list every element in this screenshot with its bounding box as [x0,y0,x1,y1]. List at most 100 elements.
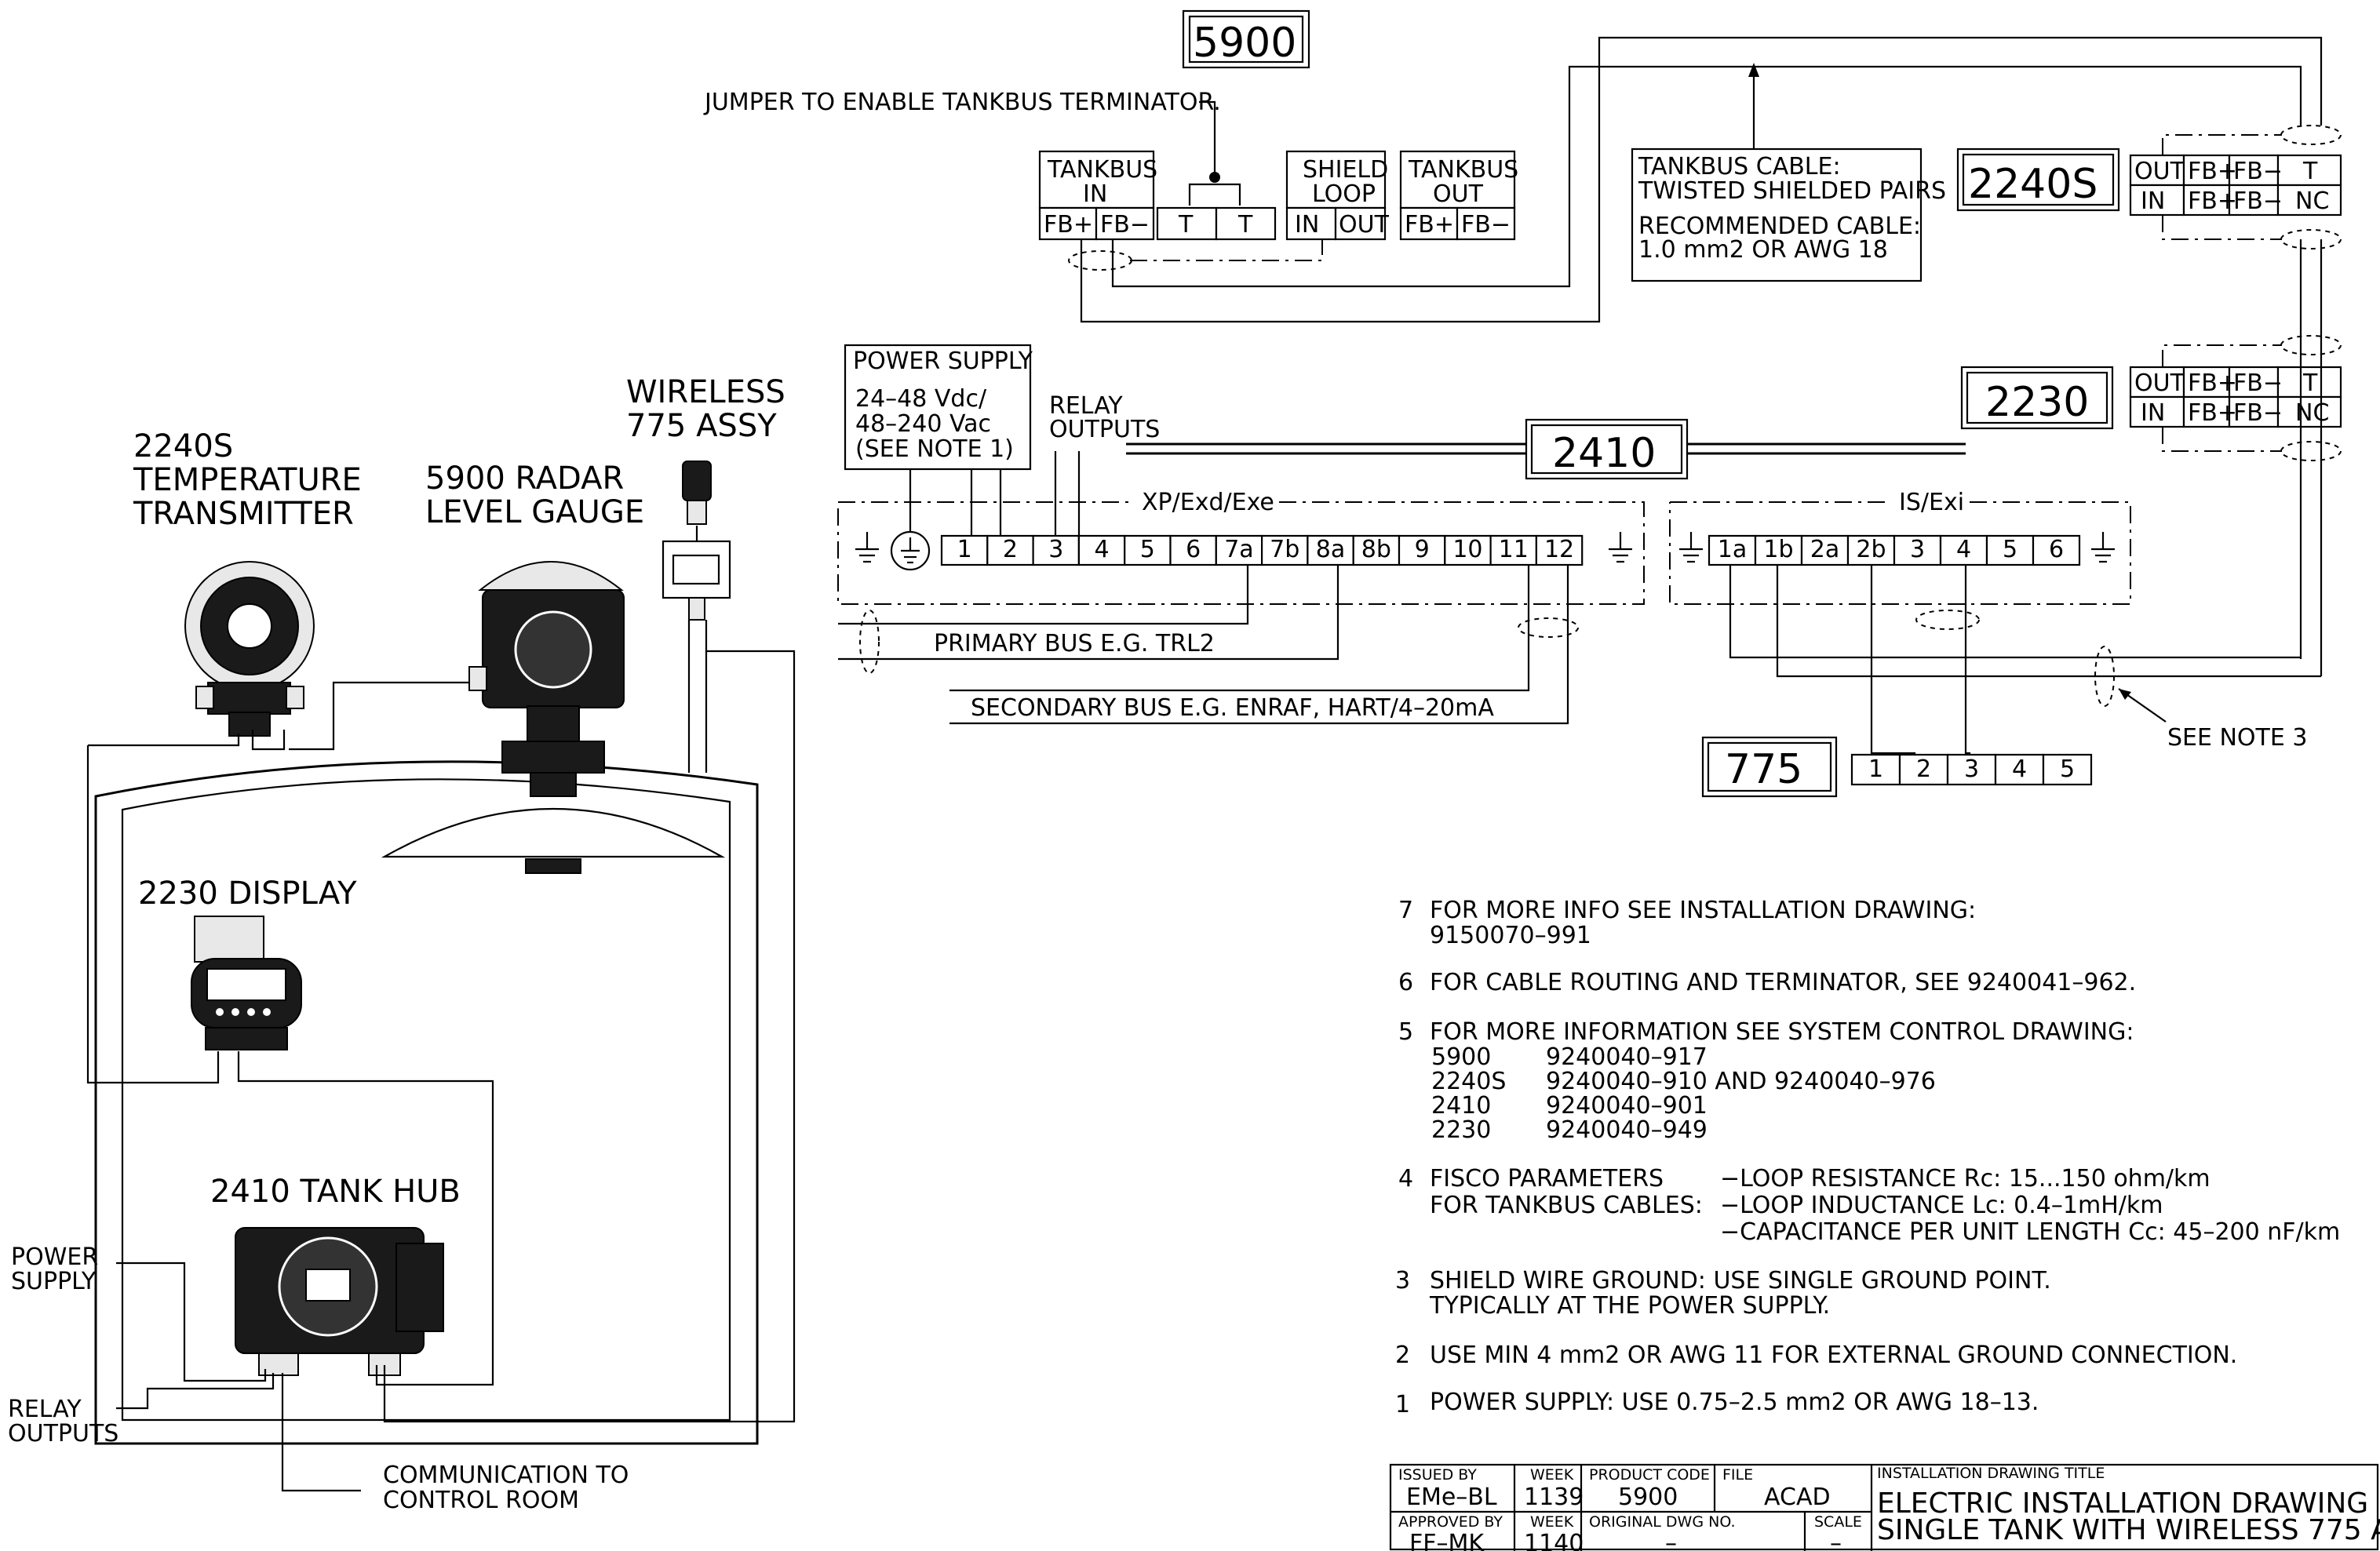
hub-2410-terminals: 2410 POWER SUPPLY 24–48 Vdc/ 48–240 Vac … [837,344,2321,798]
is-terminal-label: 4 [1956,536,1971,563]
note-4-num: 4 [1398,1165,1413,1192]
tankbus-out-label-2: OUT [1433,180,1484,208]
tank-outline [94,760,759,1445]
note-4-right-2: −LOOP INDUCTANCE Lc: 0.4–1mH/km [1720,1192,2163,1219]
secondary-bus-label: SECONDARY BUS E.G. ENRAF, HART/4–20mA [971,694,1494,722]
xp-terminal-cell [1352,534,1401,566]
ps-line-2: 24–48 Vdc/ [855,385,987,413]
note-5-t1-b: 9240040–917 [1546,1043,1708,1071]
wireless-775-assy [662,461,731,621]
is-terminal-label: 3 [1910,536,1925,563]
xp-terminal-cell [940,534,989,566]
power-label-1: POWER [11,1243,98,1271]
relay-label-1: RELAY [8,1396,82,1423]
tank-inner-wall [121,778,731,1422]
dev-2240s-r1c3: FB− [2233,158,2283,185]
tb-scale-label: SCALE [1814,1513,1862,1531]
dev-775-terminal-label: 4 [2012,755,2027,783]
dev-2240s-r1c2: FB+ [2188,158,2237,185]
comm-label-2: CONTROL ROOM [383,1487,579,1514]
tb-approved-value: FF–MK [1409,1530,1485,1551]
xp-terminal-cell [1215,534,1263,566]
dev-2230-r2c2: FB+ [2188,399,2237,427]
xp-terminal-cell [1124,534,1172,566]
is-terminal-label: 1a [1718,536,1747,563]
note-5-t2-b: 9240040–910 AND 9240040–976 [1546,1068,1936,1095]
tb-file-label: FILE [1722,1466,1753,1484]
cable-note-1: TANKBUS CABLE: [1638,153,1841,180]
dev-775-title: 775 [1725,746,1802,793]
note-2-line-1: USE MIN 4 mm2 OR AWG 11 FOR EXTERNAL GRO… [1430,1342,2237,1369]
power-label-2: SUPPLY [11,1268,97,1295]
tankbus-in-label-2: IN [1083,180,1107,208]
note-7-line-2: 9150070–991 [1430,922,1591,949]
xp-terminal-cell [1489,534,1537,566]
tb-orig-dwg-label: ORIGINAL DWG NO. [1589,1513,1736,1531]
note-5-t1-a: 5900 [1431,1043,1491,1071]
note-5-t4-b: 9240040–949 [1546,1116,1708,1144]
dev-775-terminal-cell [1994,753,2045,786]
tb-week-label-2: WEEK [1530,1513,1574,1531]
note-4-right-1: −LOOP RESISTANCE Rc: 15...150 ohm/km [1720,1165,2211,1192]
cable-note-2: TWISTED SHIELDED PAIRS [1638,177,1946,205]
ground-icon [1609,532,1632,563]
tb-week-value-2: 1140 [1524,1530,1584,1551]
note-7-line-1: FOR MORE INFO SEE INSTALLATION DRAWING: [1430,897,1976,924]
tb-title-2: SINGLE TANK WITH WIRELESS 775 ASSY [1877,1514,2380,1546]
is-terminal-label: 6 [2049,536,2064,563]
relay-label-2: OUTPUTS [8,1420,118,1447]
tb-orig-dwg-value: – [1665,1530,1677,1551]
tb-approved-label: APPROVED BY [1398,1513,1503,1531]
tank-hub-2410 [235,1227,444,1376]
primary-bus-label: PRIMARY BUS E.G. TRL2 [934,630,1215,657]
hub-label: 2410 TANK HUB [210,1174,461,1210]
xp-terminal-cell [1077,534,1126,566]
tb-week-label-1: WEEK [1530,1466,1574,1484]
dev-2230-r1c3: FB− [2233,370,2283,397]
tb-product-label: PRODUCT CODE [1589,1466,1710,1484]
xp-terminal-label: 8b [1361,536,1391,563]
pin-t-2: T [1237,211,1253,238]
ground-icon [2091,532,2115,563]
pin-out-fbm: FB− [1461,211,1511,238]
is-terminal-cell [1708,534,1757,566]
note-5-t2-a: 2240S [1431,1068,1506,1095]
tb-scale-value: – [1830,1530,1842,1551]
is-terminal-cell [2032,534,2081,566]
display-2230 [191,916,302,1050]
note-3-num: 3 [1395,1267,1410,1294]
tb-issued-label: ISSUED BY [1398,1466,1477,1484]
ps-line-4: (SEE NOTE 1) [855,435,1014,463]
dev-2230-r1c2: FB+ [2188,370,2237,397]
radar-level-gauge-5900 [381,561,726,874]
is-terminal-cell [1893,534,1942,566]
note-7-num: 7 [1398,897,1413,924]
cable-note-4: 1.0 mm2 OR AWG 18 [1638,236,1888,264]
dev-2240s-r1c4: T [2302,158,2318,185]
wireless-label-2: 775 ASSY [626,408,777,444]
xp-terminal-label: 7a [1224,536,1253,563]
dev-2240s-r2c3: FB− [2233,188,2283,215]
tb-product-value: 5900 [1618,1484,1678,1511]
tb-week-value-1: 1139 [1524,1484,1584,1511]
xp-terminal-label: 4 [1095,536,1110,563]
hub-2410-title: 2410 [1552,430,1656,477]
xp-terminal-cell [1307,534,1354,566]
tank-illustration: 2240S TEMPERATURE TRANSMITTER 5900 RADAR… [8,374,796,1514]
dev-775-terminal-label: 2 [1916,755,1931,783]
relay-outputs-2: OUTPUTS [1049,416,1160,443]
xp-terminal-label: 8a [1316,536,1345,563]
radar-label-2: LEVEL GAUGE [425,494,644,530]
dev-775-terminal-label: 5 [2060,755,2075,783]
note-5-num: 5 [1398,1018,1413,1046]
dev-2240s-r2c2: FB+ [2188,188,2237,215]
note-5-t3-a: 2410 [1431,1092,1491,1120]
note-3-line-2: TYPICALLY AT THE POWER SUPPLY. [1429,1292,1830,1320]
radar-label-1: 5900 RADAR [425,461,624,497]
tb-title-label: INSTALLATION DRAWING TITLE [1877,1465,2105,1482]
display-label: 2230 DISPLAY [138,876,357,912]
is-terminal-cell [1754,534,1803,566]
